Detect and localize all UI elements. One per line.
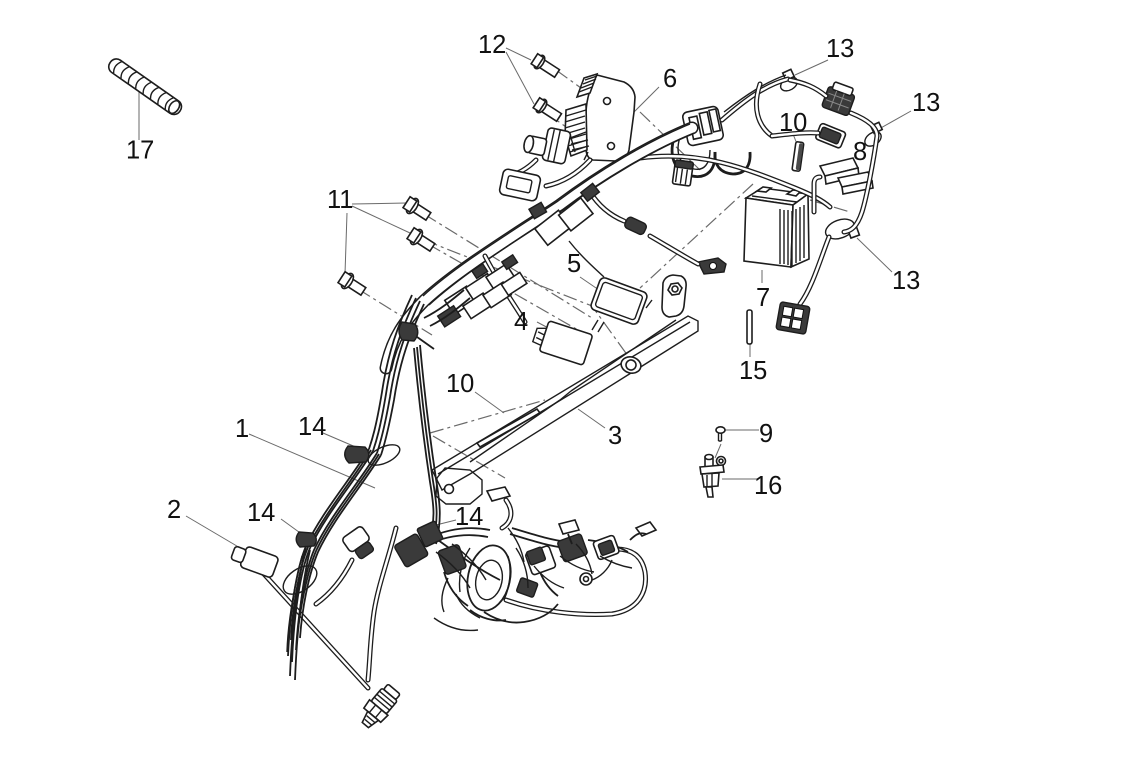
svg-text:10: 10 — [779, 109, 807, 137]
svg-text:14: 14 — [298, 413, 326, 441]
svg-text:11: 11 — [327, 186, 353, 214]
svg-text:2: 2 — [167, 496, 181, 524]
svg-text:17: 17 — [126, 137, 154, 165]
svg-text:10: 10 — [446, 370, 474, 398]
svg-text:6: 6 — [663, 65, 677, 93]
svg-text:14: 14 — [247, 499, 275, 527]
svg-text:4: 4 — [514, 308, 528, 336]
svg-text:15: 15 — [739, 357, 767, 385]
svg-text:8: 8 — [853, 138, 867, 166]
svg-text:13: 13 — [826, 35, 854, 63]
svg-text:5: 5 — [567, 250, 581, 278]
svg-text:9: 9 — [759, 420, 773, 448]
svg-text:13: 13 — [892, 267, 920, 295]
svg-text:12: 12 — [478, 31, 506, 59]
svg-text:3: 3 — [608, 422, 622, 450]
svg-text:16: 16 — [754, 472, 782, 500]
svg-text:14: 14 — [455, 503, 483, 531]
svg-text:13: 13 — [912, 89, 940, 117]
svg-text:7: 7 — [756, 284, 770, 312]
svg-text:1: 1 — [235, 415, 249, 443]
